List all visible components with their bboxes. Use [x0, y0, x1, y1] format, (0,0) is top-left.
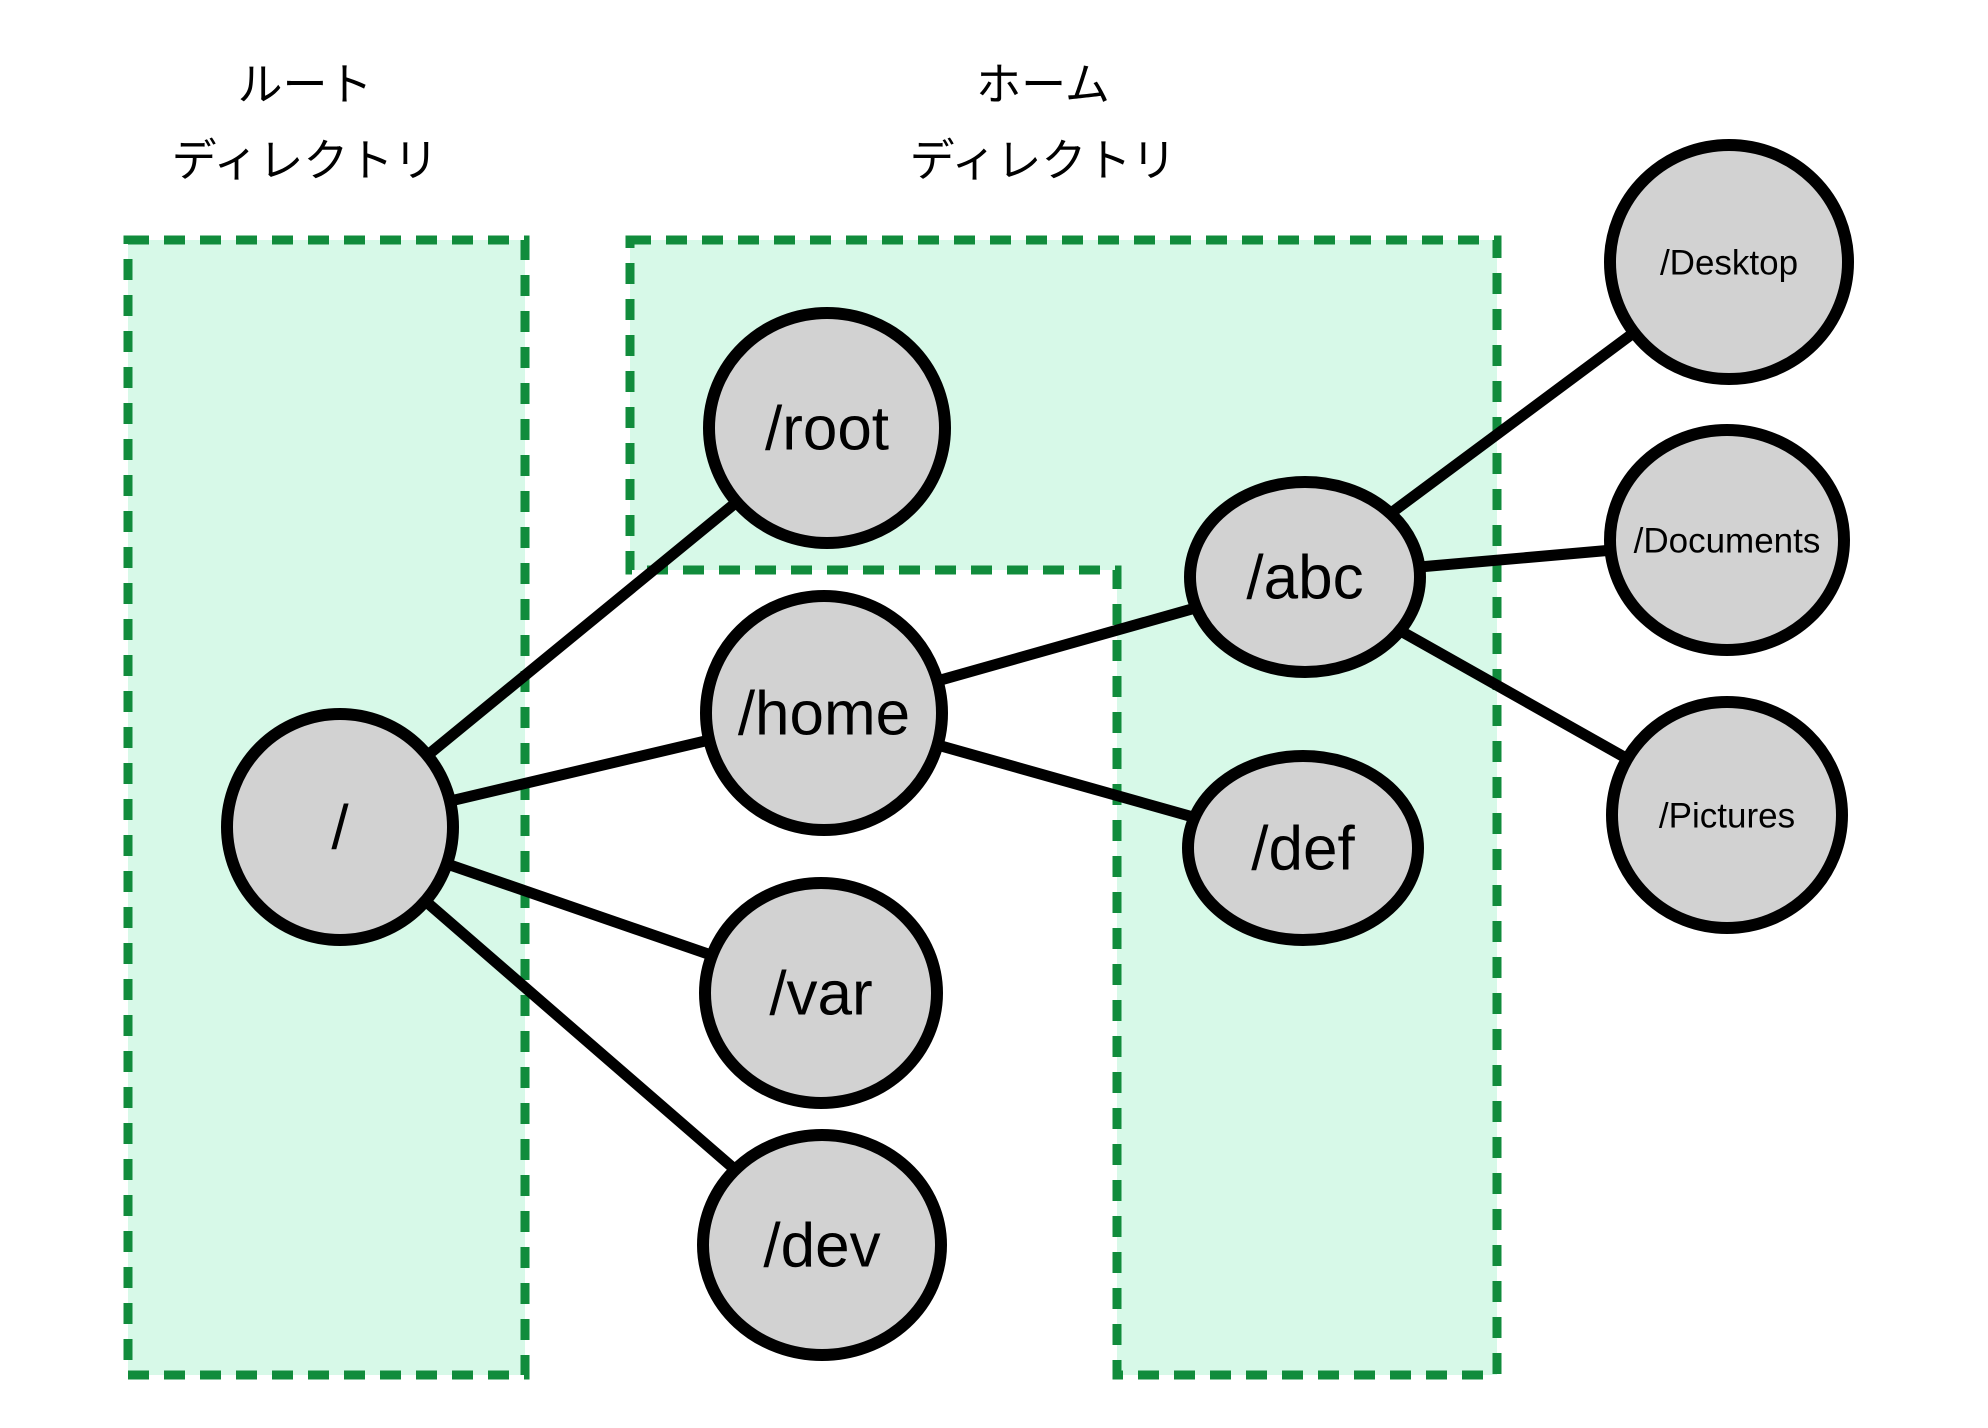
node-home-label: /home: [738, 680, 910, 749]
node-root-label: /: [331, 794, 349, 863]
node-abc-label: /abc: [1246, 544, 1363, 613]
node-desktop-circle: [1604, 139, 1854, 385]
node-pictures: /Pictures: [1606, 696, 1848, 934]
node-var: /var: [699, 877, 943, 1109]
node-desktop: /Desktop: [1604, 139, 1854, 385]
root-directory-title-line2: ディレクトリ: [172, 134, 439, 187]
node-var-circle: [699, 877, 943, 1109]
node-home-circle: [700, 590, 948, 836]
home-directory-title-line2: ディレクトリ: [910, 134, 1177, 187]
node-dev-circle: [697, 1129, 947, 1361]
node-abc: /abc: [1184, 476, 1426, 678]
node-dev-label: /dev: [763, 1212, 880, 1281]
node-slash-root: /root: [703, 307, 951, 549]
node-def-circle: [1182, 750, 1424, 946]
node-slash-root-label: /root: [765, 395, 889, 464]
node-dev: /dev: [697, 1129, 947, 1361]
root-directory-title-line1: ルート: [237, 58, 372, 111]
node-desktop-label: /Desktop: [1660, 243, 1798, 282]
node-documents: /Documents: [1604, 424, 1850, 656]
node-pictures-label: /Pictures: [1659, 796, 1795, 835]
node-var-label: /var: [769, 960, 872, 1029]
node-home: /home: [700, 590, 948, 836]
node-documents-label: /Documents: [1634, 521, 1821, 560]
node-slash-root-circle: [703, 307, 951, 549]
node-root: /: [221, 708, 459, 946]
node-abc-circle: [1184, 476, 1426, 678]
node-root-circle: [221, 708, 459, 946]
node-def: /def: [1182, 750, 1424, 946]
node-documents-circle: [1604, 424, 1850, 656]
node-def-label: /def: [1251, 815, 1355, 884]
home-directory-title-line1: ホーム: [976, 58, 1110, 111]
node-pictures-circle: [1606, 696, 1848, 934]
